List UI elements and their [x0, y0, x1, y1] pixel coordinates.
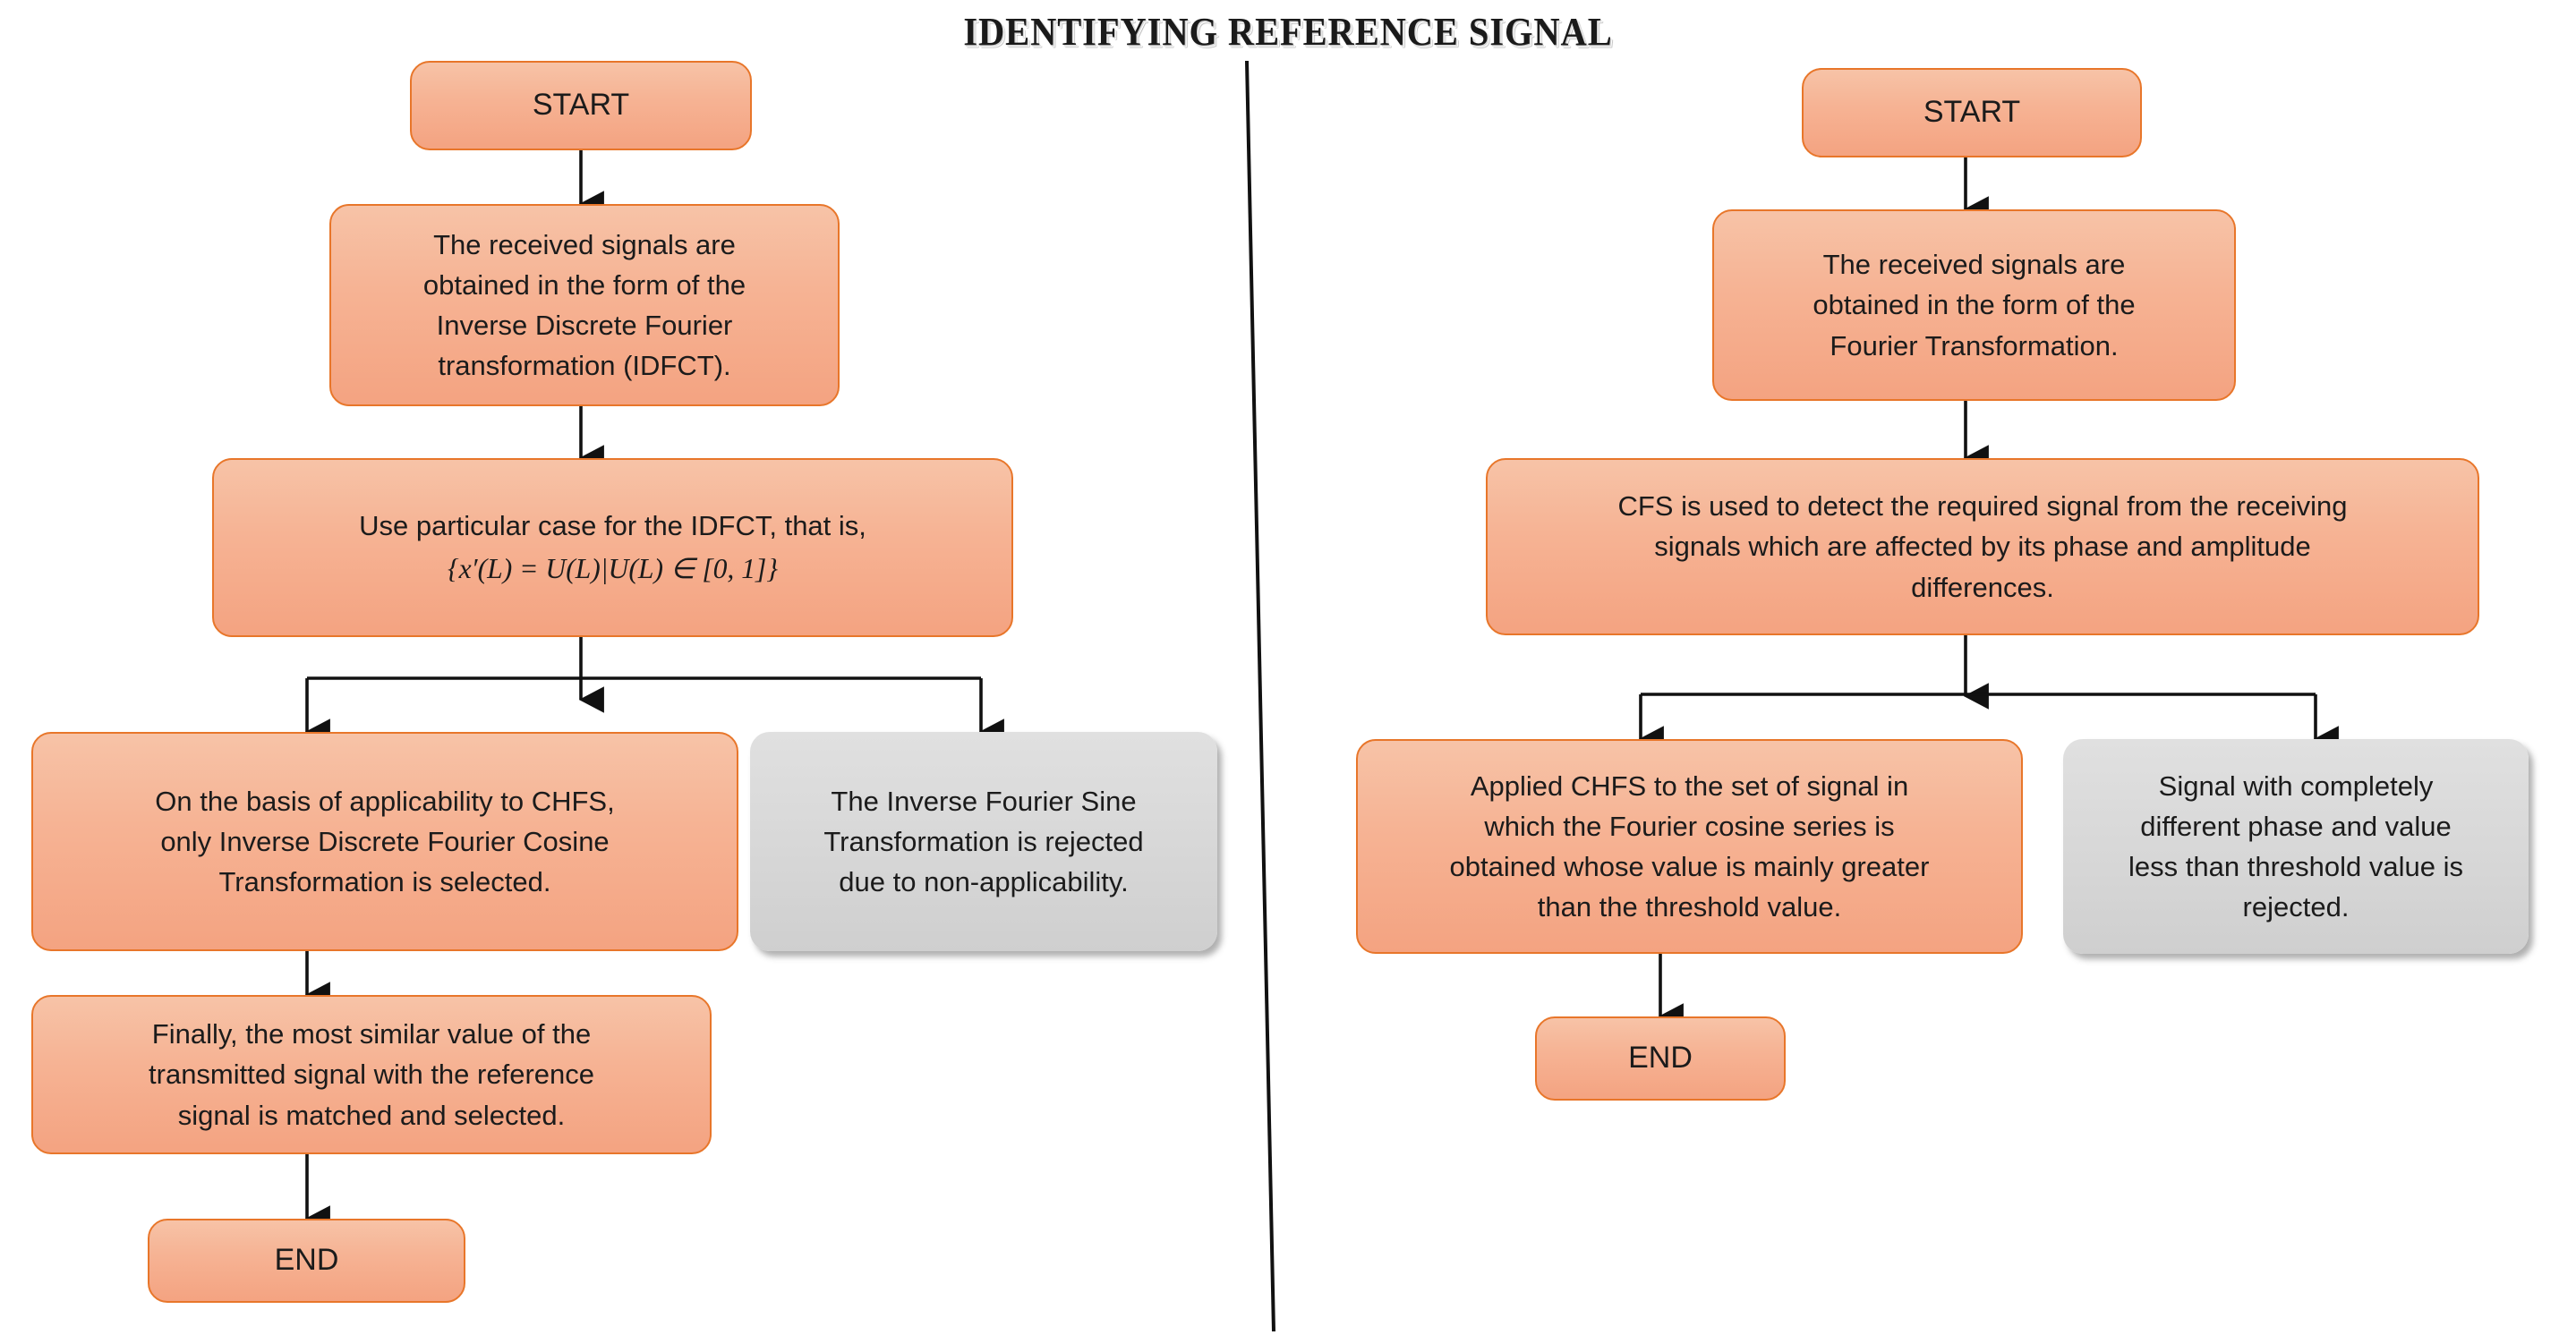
left-selected-branch-node[interactable]: On the basis of applicability to CHFS, o… — [31, 732, 738, 951]
right-received-signals-node[interactable]: The received signals are obtained in the… — [1712, 209, 2236, 401]
left-end-node[interactable]: END — [148, 1219, 465, 1303]
left-start-label: START — [532, 88, 630, 123]
right-accepted-branch-node[interactable]: Applied CHFS to the set of signal in whi… — [1356, 739, 2023, 954]
column-divider — [1245, 60, 1275, 1332]
right-cfs-detect-node[interactable]: CFS is used to detect the required signa… — [1486, 458, 2479, 635]
right-accepted-branch-label: Applied CHFS to the set of signal in whi… — [1449, 770, 1930, 923]
right-cfs-detect-label: CFS is used to detect the required signa… — [1617, 490, 2348, 603]
page-title: IDENTIFYING REFERENCE SIGNAL — [963, 10, 1613, 54]
left-final-match-node[interactable]: Finally, the most similar value of the t… — [31, 995, 712, 1154]
left-rejected-branch-label: The Inverse Fourier Sine Transformation … — [823, 785, 1144, 898]
left-final-match-label: Finally, the most similar value of the t… — [149, 1018, 594, 1131]
right-start-node[interactable]: START — [1802, 68, 2142, 157]
left-received-signals-label: The received signals are obtained in the… — [422, 228, 746, 382]
right-rejected-branch-node[interactable]: Signal with completely different phase a… — [2063, 739, 2529, 954]
left-received-signals-node[interactable]: The received signals are obtained in the… — [329, 204, 840, 406]
right-received-signals-label: The received signals are obtained in the… — [1813, 249, 2136, 361]
left-particular-case-node[interactable]: Use particular case for the IDFCT, that … — [212, 458, 1013, 637]
right-end-label: END — [1628, 1041, 1693, 1076]
left-start-node[interactable]: START — [410, 61, 752, 150]
right-rejected-branch-label: Signal with completely different phase a… — [2128, 770, 2463, 923]
left-end-label: END — [274, 1243, 339, 1278]
left-rejected-branch-node[interactable]: The Inverse Fourier Sine Transformation … — [750, 732, 1217, 951]
right-end-node[interactable]: END — [1535, 1016, 1786, 1101]
left-selected-branch-label: On the basis of applicability to CHFS, o… — [155, 785, 615, 898]
right-start-label: START — [1923, 95, 2021, 130]
left-particular-case-text: Use particular case for the IDFCT, that … — [359, 510, 866, 542]
left-particular-case-formula: {x′(L) = U(L)|U(L) ∈ [0, 1]} — [448, 552, 778, 584]
